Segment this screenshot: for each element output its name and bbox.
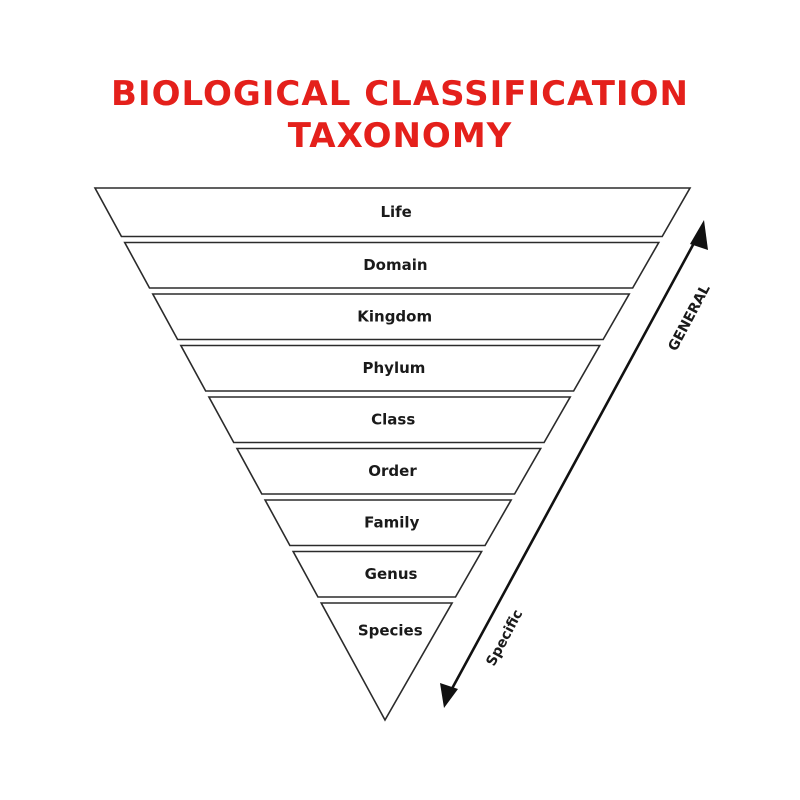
arrow-up-icon <box>690 220 708 250</box>
level-label-life: Life <box>380 203 411 221</box>
pyramid-labels: LifeDomainKingdomPhylumClassOrderFamilyG… <box>357 203 432 640</box>
axis-arrow-line <box>446 231 702 697</box>
title-line-1: Biological Classification <box>111 74 689 114</box>
axis-label-general: GENERAL <box>665 282 713 354</box>
arrow-down-icon <box>440 683 458 708</box>
pyramid-band-life <box>93 187 692 238</box>
pyramid-band-class <box>207 396 572 444</box>
level-label-family: Family <box>364 513 419 531</box>
pyramid-band-domain <box>123 241 661 289</box>
level-label-phylum: Phylum <box>363 359 426 377</box>
level-label-kingdom: Kingdom <box>357 307 432 325</box>
pyramid-band-family <box>263 499 513 547</box>
pyramid-band-genus <box>291 550 483 598</box>
level-label-order: Order <box>368 462 417 480</box>
pyramid-band-species <box>319 602 454 722</box>
pyramid-band-kingdom <box>151 293 631 341</box>
title-line-2: Taxonomy <box>287 116 513 156</box>
level-label-genus: Genus <box>365 565 418 583</box>
pyramid-band-phylum <box>179 344 602 392</box>
pyramid-bands <box>93 187 692 722</box>
pyramid-band-order <box>235 447 543 495</box>
level-label-species: Species <box>358 622 423 640</box>
level-label-domain: Domain <box>363 256 427 274</box>
level-label-class: Class <box>371 410 415 428</box>
